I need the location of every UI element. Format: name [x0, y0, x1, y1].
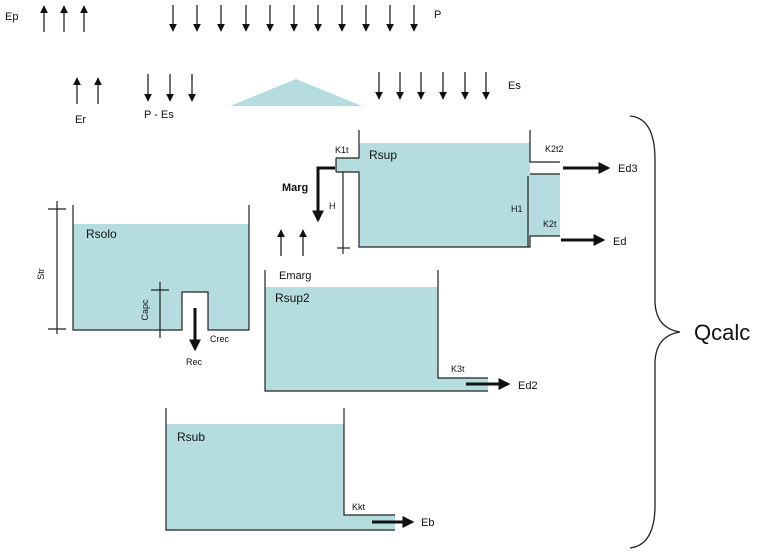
es-arrows — [375, 72, 490, 100]
p-es-arrows — [144, 74, 196, 102]
rsup-label: Rsup — [369, 148, 397, 162]
es-label: Es — [508, 80, 521, 92]
capc-label: Capc — [140, 299, 150, 321]
surface-triangle — [230, 79, 362, 106]
p-arrows — [169, 5, 418, 32]
eb-label: Eb — [421, 517, 434, 529]
k2t2-label: K2t2 — [545, 144, 564, 154]
crec-label: Crec — [210, 334, 230, 344]
h1-label: H1 — [511, 204, 523, 214]
ep-label: Ep — [5, 11, 18, 23]
rsup-tank — [335, 130, 560, 254]
emarg-label: Emarg — [279, 270, 311, 282]
rsub-tank — [165, 408, 395, 531]
k3t-label: K3t — [451, 364, 465, 374]
ed3-label: Ed3 — [618, 163, 638, 175]
h-label: H — [329, 201, 336, 211]
ed-label: Ed — [613, 236, 626, 248]
ep-arrows — [40, 5, 88, 32]
k2t-label: K2t — [543, 219, 557, 229]
er-arrows — [73, 77, 102, 104]
ed2-label: Ed2 — [518, 380, 538, 392]
marg-label: Marg — [282, 182, 308, 194]
str-label: Str — [36, 268, 46, 280]
rec-label: Rec — [186, 357, 203, 367]
rsub-label: Rsub — [177, 430, 205, 444]
marg-arrow — [312, 166, 335, 223]
k1t-label: K1t — [335, 145, 349, 155]
p-label: P — [434, 9, 441, 21]
p-es-label: P - Es — [144, 109, 174, 121]
rsup2-tank — [264, 270, 488, 392]
rsolo-label: Rsolo — [86, 227, 117, 241]
kkt-label: Kkt — [352, 502, 366, 512]
qcalc-label: Qcalc — [694, 320, 750, 345]
rsup2-label: Rsup2 — [275, 291, 310, 305]
qcalc-brace — [629, 115, 681, 549]
er-label: Er — [75, 114, 86, 126]
emarg-arrows — [277, 229, 307, 256]
rsolo-tank — [48, 201, 250, 338]
